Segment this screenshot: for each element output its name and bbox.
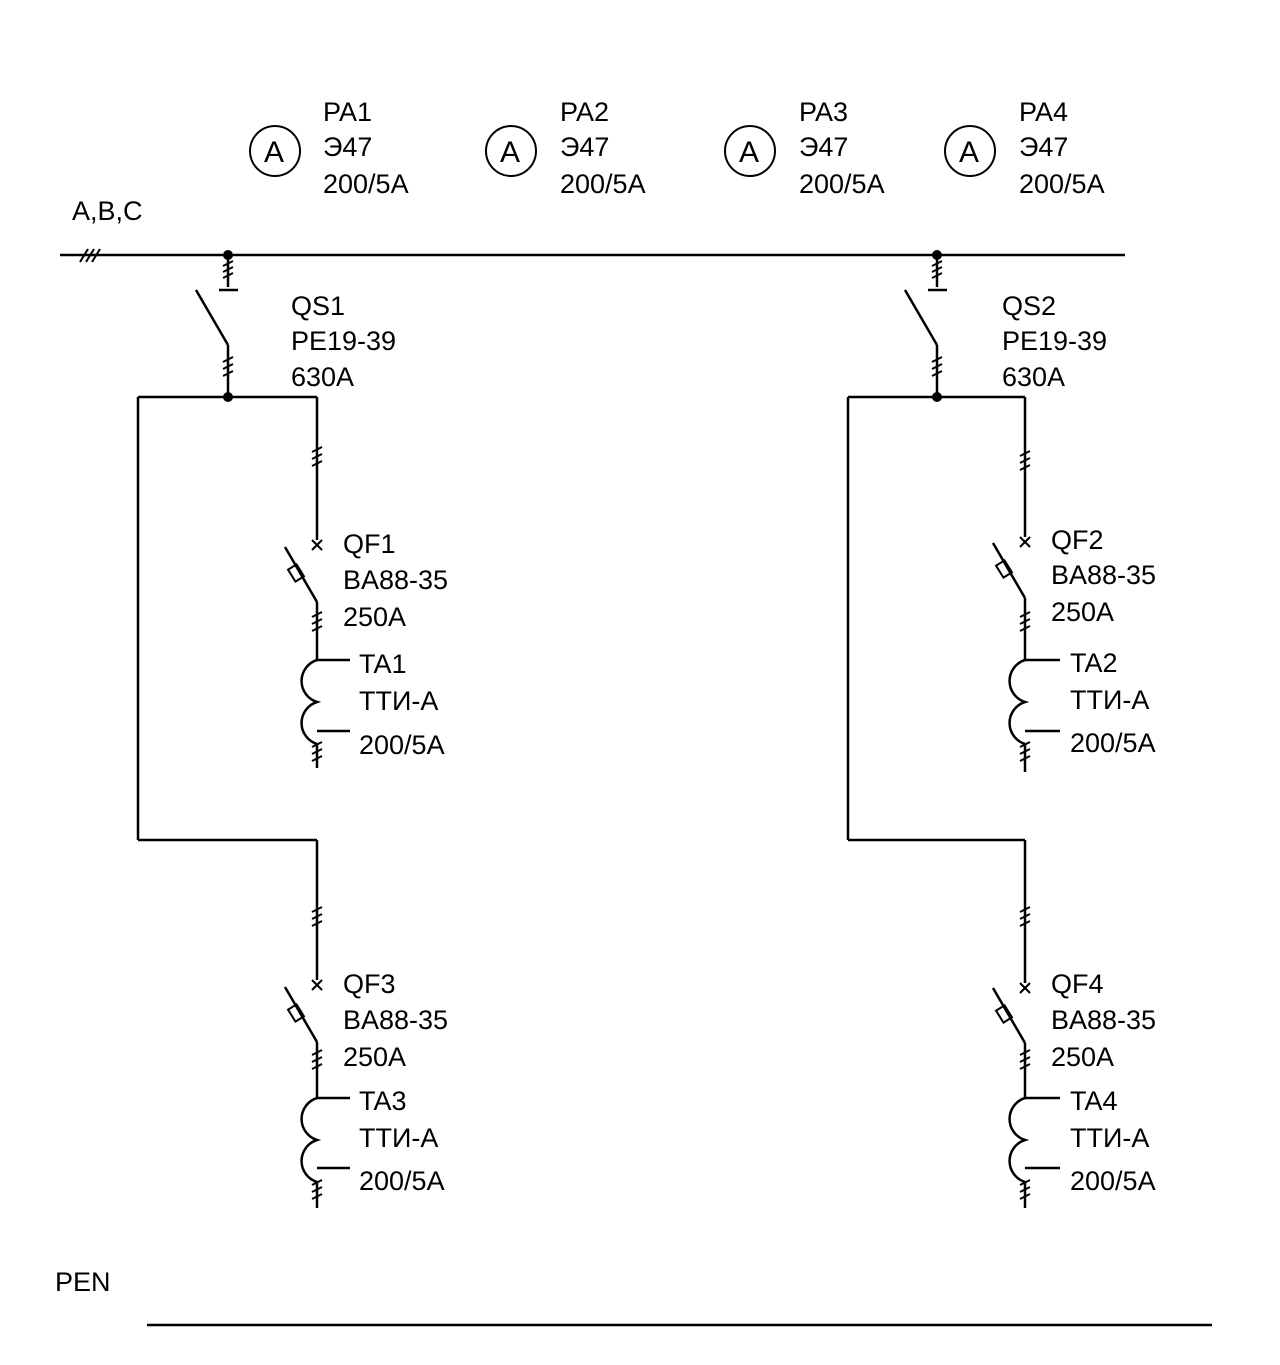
feeder-right: QS2 PE19-39 630A QF2 BA88-35 250A <box>846 250 1156 1208</box>
switch-rating: 630A <box>1002 362 1065 392</box>
cable-ticks <box>222 356 234 377</box>
current-transformer-coil <box>1008 658 1030 746</box>
transformer-id: TA2 <box>1070 648 1118 678</box>
ammeter-icon <box>724 125 776 177</box>
switch-type: PE19-39 <box>1002 326 1107 356</box>
cable-ticks <box>311 741 323 762</box>
breaker-blade <box>283 986 319 1043</box>
pen-label: PEN <box>55 1267 111 1297</box>
breaker-release <box>994 1004 1014 1024</box>
switch-id: QS2 <box>1002 291 1056 321</box>
breaker-cross <box>1019 982 1031 994</box>
transformer-id: TA4 <box>1070 1086 1118 1116</box>
ammeter-icon <box>249 125 301 177</box>
ammeter-symbol: A <box>739 136 759 169</box>
current-transformer-coil <box>300 1096 322 1184</box>
ammeter-type: Э47 <box>799 132 848 162</box>
breaker-rating: 250A <box>1051 1042 1114 1072</box>
cable-ticks <box>1019 1179 1031 1200</box>
ammeter-rating: 200/5А <box>560 169 646 199</box>
ammeter-symbol: A <box>959 136 979 169</box>
breaker-cross <box>311 539 323 551</box>
current-transformer-coil <box>300 658 322 746</box>
cable-ticks <box>311 1049 323 1070</box>
ammeter-rating: 200/5А <box>799 169 885 199</box>
breaker-rating: 250A <box>343 602 406 632</box>
breaker-release <box>286 563 306 583</box>
ammeter-type: Э47 <box>323 132 372 162</box>
cable-ticks <box>1019 741 1031 762</box>
ammeter-pa2: A PA2 Э47 200/5А <box>485 97 646 199</box>
switch-rating: 630A <box>291 362 354 392</box>
breaker-rating: 250A <box>1051 597 1114 627</box>
breaker-cross <box>1019 536 1031 548</box>
cable-ticks <box>1019 1049 1031 1070</box>
breaker-id: QF2 <box>1051 525 1104 555</box>
breaker-rating: 250A <box>343 1042 406 1072</box>
cable-ticks <box>931 260 943 279</box>
breaker-type: BA88-35 <box>1051 560 1156 590</box>
switch-id: QS1 <box>291 291 345 321</box>
breaker-blade <box>991 987 1027 1044</box>
transformer-rating: 200/5А <box>359 730 445 760</box>
ammeter-id: PA2 <box>560 97 609 127</box>
breaker-release <box>994 559 1014 579</box>
breaker-id: QF1 <box>343 529 396 559</box>
transformer-id: TA3 <box>359 1086 407 1116</box>
ammeter-id: PA4 <box>1019 97 1068 127</box>
transformer-rating: 200/5А <box>1070 728 1156 758</box>
transformer-type: ТТИ-А <box>359 686 438 716</box>
cable-ticks <box>1019 906 1031 927</box>
ammeter-pa4: A PA4 Э47 200/5А <box>944 97 1105 199</box>
breaker-cross <box>311 979 323 991</box>
feeder-left: QS1 PE19-39 630A QF1 BA88-35 250A <box>136 250 448 1208</box>
ammeter-type: Э47 <box>560 132 609 162</box>
bus-phase-label: A,B,C <box>72 196 143 226</box>
cable-ticks <box>311 1179 323 1200</box>
transformer-type: ТТИ-А <box>1070 1123 1149 1153</box>
bus-phase-ticks <box>79 248 101 263</box>
breaker-id: QF3 <box>343 969 396 999</box>
ammeter-id: PA1 <box>323 97 372 127</box>
ammeter-icon <box>485 125 537 177</box>
transformer-rating: 200/5А <box>359 1166 445 1196</box>
ammeter-symbol: A <box>500 136 520 169</box>
transformer-rating: 200/5А <box>1070 1166 1156 1196</box>
ammeter-rating: 200/5А <box>1019 169 1105 199</box>
cable-ticks <box>222 260 234 279</box>
ammeter-icon <box>944 125 996 177</box>
transformer-type: ТТИ-А <box>359 1123 438 1153</box>
breaker-type: BA88-35 <box>343 565 448 595</box>
ammeter-symbol: A <box>264 136 284 169</box>
ammeter-rating: 200/5А <box>323 169 409 199</box>
current-transformer-coil <box>1008 1096 1030 1184</box>
breaker-blade <box>991 542 1027 599</box>
breaker-id: QF4 <box>1051 969 1104 999</box>
breaker-blade <box>283 546 319 603</box>
cable-ticks <box>311 446 323 467</box>
cable-ticks <box>1019 450 1031 471</box>
disconnector-blade <box>903 289 939 346</box>
switch-type: PE19-39 <box>291 326 396 356</box>
disconnector-blade <box>194 289 230 346</box>
ammeter-type: Э47 <box>1019 132 1068 162</box>
transformer-type: ТТИ-А <box>1070 685 1149 715</box>
ammeter-pa3: A PA3 Э47 200/5А <box>724 97 885 199</box>
breaker-release <box>286 1003 306 1023</box>
cable-ticks <box>931 356 943 377</box>
breaker-type: BA88-35 <box>1051 1005 1156 1035</box>
cable-ticks <box>1019 611 1031 632</box>
breaker-type: BA88-35 <box>343 1005 448 1035</box>
cable-ticks <box>311 906 323 927</box>
ammeter-id: PA3 <box>799 97 848 127</box>
cable-ticks <box>311 611 323 632</box>
ammeter-pa1: A PA1 Э47 200/5А <box>249 97 409 199</box>
transformer-id: TA1 <box>359 649 407 679</box>
